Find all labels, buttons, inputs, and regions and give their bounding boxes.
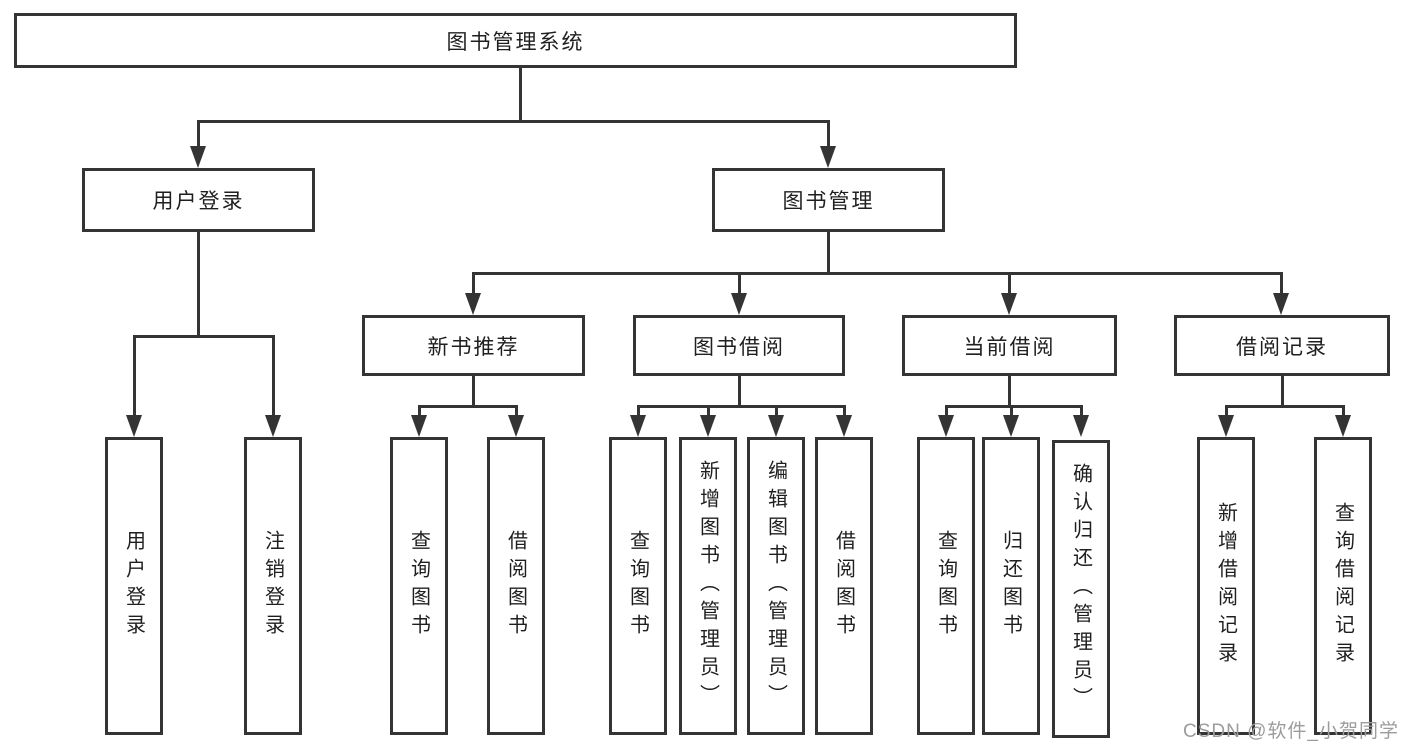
connector-drop [843,405,846,417]
connector-rail [637,405,846,408]
leaf-confirm-return-admin: 确认归还（管理员） [1052,440,1110,738]
node-root-library-management-system: 图书管理系统 [14,13,1017,68]
arrowhead-down-icon [938,415,954,437]
connector-level2-rail [197,120,830,123]
node-user-login: 用户登录 [82,168,315,232]
leaf-add-book-admin: 新增图书（管理员） [679,437,737,735]
arrowhead-down-icon [1218,415,1234,437]
connector-drop [1280,272,1283,297]
connector-book-management-stem [827,231,830,274]
leaf-query-borrow-record: 查询借阅记录 [1314,437,1372,735]
connector-drop [1010,405,1013,417]
connector-drop [515,405,518,417]
connector-drop [133,335,136,417]
connector-stem [738,374,741,407]
leaf-borrow-books: 借阅图书 [815,437,873,735]
arrowhead-down-icon [126,415,142,437]
arrowhead-down-icon [700,415,716,437]
node-new-book-recommendation: 新书推荐 [362,315,585,376]
connector-drop [1225,405,1228,417]
connector-drop [738,272,741,297]
arrowhead-down-icon [190,146,206,168]
connector-drop [418,405,421,417]
arrowhead-down-icon [1003,415,1019,437]
connector-drop-book-management [827,120,830,150]
leaf-return-book: 归还图书 [982,437,1040,735]
connector-user-login-stem [197,231,200,337]
csdn-watermark: CSDN @软件_小贺同学 [1183,721,1399,742]
connector-drop [1342,405,1345,417]
connector-drop-user-login [197,120,200,150]
leaf-edit-book-admin: 编辑图书（管理员） [747,437,805,735]
node-book-management: 图书管理 [712,168,945,232]
connector-stem [1008,374,1011,407]
arrowhead-down-icon [630,415,646,437]
arrowhead-down-icon [265,415,281,437]
connector-drop [1080,405,1083,417]
leaf-borrow-books: 借阅图书 [487,437,545,735]
connector-drop [272,335,275,417]
arrowhead-down-icon [1073,415,1089,437]
connector-user-login-rail [133,335,275,338]
connector-rail [1225,405,1345,408]
connector-stem [472,374,475,407]
connector-drop [707,405,710,417]
connector-drop [945,405,948,417]
arrowhead-down-icon [508,415,524,437]
connector-rail [945,405,1083,408]
connector-rail [418,405,518,408]
arrowhead-down-icon [836,415,852,437]
connector-drop [1008,272,1011,297]
node-book-borrowing: 图书借阅 [633,315,845,376]
arrowhead-down-icon [1273,293,1289,315]
arrowhead-down-icon [820,146,836,168]
connector-root-stem [519,66,522,122]
leaf-add-borrow-record: 新增借阅记录 [1197,437,1255,735]
node-borrowing-records: 借阅记录 [1174,315,1390,376]
connector-drop [637,405,640,417]
arrowhead-down-icon [411,415,427,437]
connector-level3-rail [472,272,1283,275]
leaf-query-books: 查询图书 [390,437,448,735]
node-current-borrowing: 当前借阅 [902,315,1117,376]
connector-drop [472,272,475,297]
connector-stem [1281,374,1284,407]
arrowhead-down-icon [465,293,481,315]
leaf-query-books: 查询图书 [609,437,667,735]
arrowhead-down-icon [1335,415,1351,437]
arrowhead-down-icon [768,415,784,437]
arrowhead-down-icon [731,293,747,315]
connector-drop [775,405,778,417]
leaf-logout: 注销登录 [244,437,302,735]
leaf-query-books: 查询图书 [917,437,975,735]
leaf-user-login: 用户登录 [105,437,163,735]
arrowhead-down-icon [1001,293,1017,315]
